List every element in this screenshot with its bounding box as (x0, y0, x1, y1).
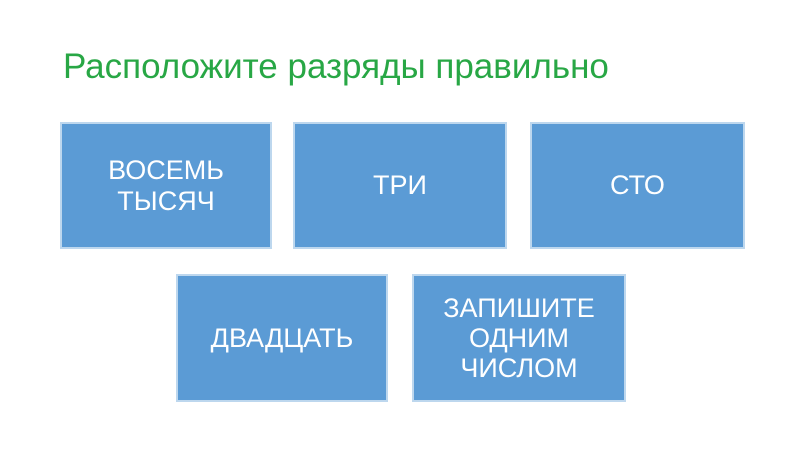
tile-eight-thousand[interactable]: ВОСЕМЬ ТЫСЯЧ (60, 122, 272, 249)
tile-write-as-one-number[interactable]: ЗАПИШИТЕ ОДНИМ ЧИСЛОМ (412, 274, 626, 402)
tile-three[interactable]: ТРИ (293, 122, 507, 249)
tile-hundred[interactable]: СТО (530, 122, 745, 249)
tile-twenty[interactable]: ДВАДЦАТЬ (176, 274, 388, 402)
slide-title: Расположите разряды правильно (63, 47, 609, 86)
